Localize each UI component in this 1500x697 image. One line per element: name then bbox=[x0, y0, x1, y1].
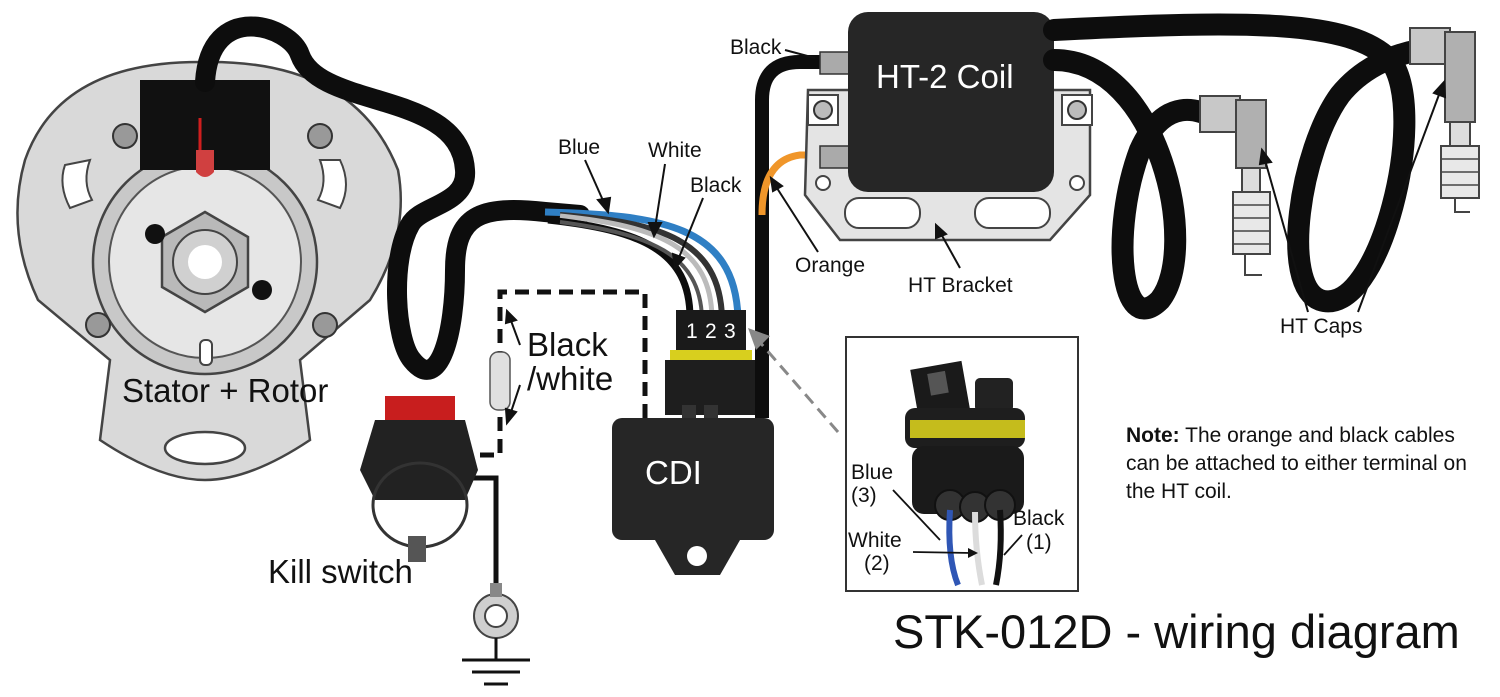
kill-switch bbox=[360, 396, 478, 562]
cdi-label: CDI bbox=[645, 454, 702, 491]
ht-coil: HT-2 Coil bbox=[819, 12, 1054, 192]
ht-lead-1 bbox=[1043, 49, 1226, 320]
pin-2-label: 2 bbox=[705, 320, 717, 343]
blue-label: Blue bbox=[558, 136, 600, 159]
ht-lead-2 bbox=[1043, 13, 1431, 313]
pin-1-label: 1 bbox=[686, 320, 698, 343]
kill-switch-label: Kill switch bbox=[268, 553, 413, 590]
white-label: White bbox=[648, 139, 702, 162]
diagram-title: STK-012D - wiring diagram bbox=[893, 605, 1460, 658]
black-cdi-label: Black bbox=[690, 174, 742, 197]
pin-3-label: 3 bbox=[724, 320, 736, 343]
inset-pointer bbox=[748, 328, 840, 433]
ht-caps-label: HT Caps bbox=[1280, 315, 1362, 338]
ht-cap-1 bbox=[1199, 95, 1271, 276]
note-label: Note: bbox=[1126, 424, 1180, 447]
coil-orange-wire bbox=[758, 151, 822, 216]
inset-blue-label: Blue bbox=[851, 461, 893, 484]
cdi-unit: CDI bbox=[612, 418, 774, 575]
ht-cap-2 bbox=[1409, 27, 1480, 213]
cdi-wires bbox=[544, 208, 742, 319]
stator-rotor bbox=[16, 60, 402, 482]
kill-switch-wiring bbox=[462, 289, 648, 686]
inset-blue-pin: (3) bbox=[851, 484, 877, 507]
black-white-label-line2: /white bbox=[527, 360, 613, 397]
black-coil-label: Black bbox=[730, 36, 782, 59]
stator-cable bbox=[195, 16, 590, 380]
note-text: Note: The orange and black cables can be… bbox=[1126, 422, 1476, 506]
note-body: The orange and black cables can be attac… bbox=[1126, 424, 1467, 503]
label-arrows bbox=[504, 49, 1447, 426]
stator-label: Stator + Rotor bbox=[122, 372, 328, 409]
inset-white-label: White bbox=[848, 529, 902, 552]
inset-black-pin: (1) bbox=[1026, 531, 1052, 554]
cdi-connector: 1 2 3 bbox=[665, 310, 755, 425]
inset-white-pin: (2) bbox=[864, 552, 890, 575]
coil-label: HT-2 Coil bbox=[876, 58, 1014, 95]
inset-black-label: Black bbox=[1013, 507, 1065, 530]
coil-black-cable bbox=[755, 55, 822, 418]
black-white-label-line1: Black bbox=[527, 326, 608, 363]
ht-bracket-label: HT Bracket bbox=[908, 274, 1013, 297]
orange-label: Orange bbox=[795, 254, 865, 277]
connector-inset: Blue (3) White (2) Black (1) bbox=[845, 336, 1079, 592]
